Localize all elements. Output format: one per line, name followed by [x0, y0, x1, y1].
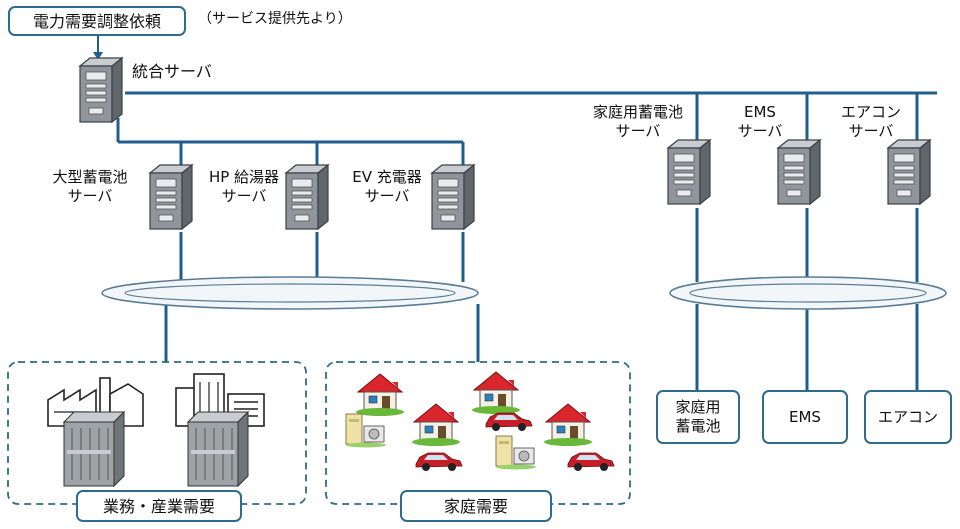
network-wiring	[116, 91, 937, 392]
request-arrowhead	[93, 52, 103, 60]
aircon-server-label: エアコン サーバ	[840, 103, 901, 140]
ev-charger-server-label: EV 充電器 サーバ	[352, 168, 422, 205]
server-icon	[777, 139, 821, 205]
server-icon	[887, 139, 931, 205]
home-battery-device: 家庭用 蓄電池	[656, 390, 740, 444]
network-ring-left	[101, 276, 479, 310]
request-label: 電力需要調整依頼	[32, 11, 161, 31]
network-ring-right	[669, 276, 947, 310]
battery-container-icon	[63, 411, 125, 487]
server-icon	[149, 164, 193, 230]
hp-water-heater-server-label: HP 給湯器 サーバ	[208, 168, 280, 205]
large-battery-server-label: 大型蓄電池 サーバ	[52, 168, 128, 205]
aircon-device: エアコン	[864, 390, 952, 444]
demand-adjustment-request: 電力需要調整依頼	[8, 6, 186, 36]
household-demand-label: 家庭需要	[400, 490, 552, 522]
ems-server-label: EMS サーバ	[737, 103, 783, 140]
battery-container-icon	[187, 411, 249, 487]
ems-device: EMS	[762, 390, 848, 444]
business-industry-demand-label: 業務・産業需要	[76, 490, 242, 522]
request-source-note: （サービス提供先より）	[198, 11, 352, 27]
integrated-server-label: 統合サーバ	[132, 62, 212, 81]
server-icon	[285, 164, 329, 230]
integrated-server-icon	[79, 57, 123, 123]
home-battery-server-label: 家庭用蓄電池 サーバ	[592, 103, 683, 140]
business-demand-area	[7, 361, 307, 505]
server-icon	[431, 164, 475, 230]
server-icon	[667, 139, 711, 205]
